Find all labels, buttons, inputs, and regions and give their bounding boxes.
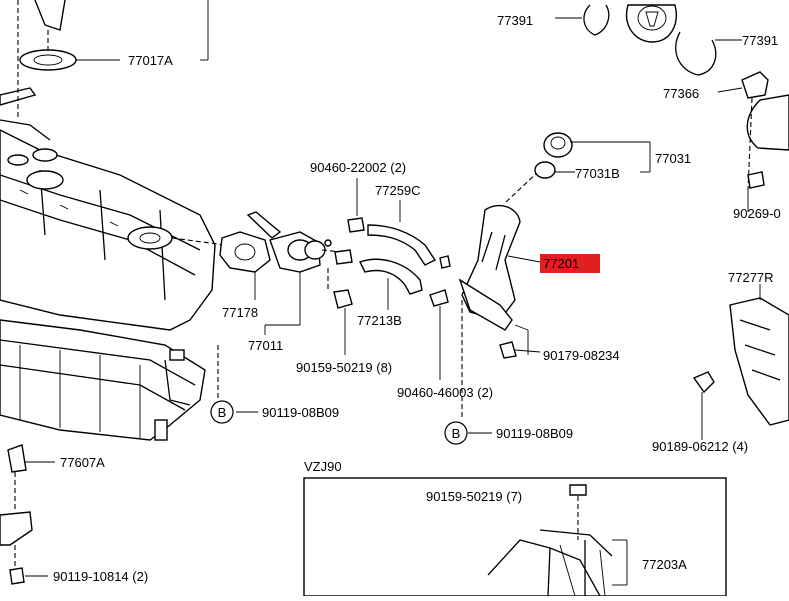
strap-and-gasket — [0, 0, 209, 120]
label-77366: 77366 — [663, 86, 699, 101]
bracket-77607a — [0, 444, 55, 585]
callout-b-left-text: B — [218, 405, 227, 420]
right-bracket — [717, 71, 789, 426]
bolt-left — [217, 345, 258, 413]
label-90159-50219-7: 90159-50219 (7) — [426, 489, 522, 504]
label-90159-50219-8: 90159-50219 (8) — [296, 360, 392, 375]
label-90179-08234: 90179-08234 — [543, 348, 620, 363]
label-90269: 90269-0 — [733, 206, 781, 221]
tank-protector — [0, 319, 206, 441]
callout-b-center: B — [444, 421, 492, 445]
label-77017a: 77017A — [128, 53, 173, 68]
label-90119-08b09-center: 90119-08B09 — [496, 426, 573, 441]
vzj90-inset — [303, 477, 727, 597]
label-77391-a: 77391 — [497, 13, 533, 28]
callout-b-center-text: B — [452, 426, 461, 441]
highlight-77201 — [540, 254, 600, 273]
callout-b-left: B — [210, 400, 234, 424]
label-90119-10814: 90119-10814 (2) — [53, 569, 148, 584]
fuel-tank — [0, 119, 216, 331]
label-77203a: 77203A — [642, 557, 687, 572]
label-77178: 77178 — [222, 305, 258, 320]
filler-pipe — [458, 169, 541, 420]
part-labels: 77391 77391 77017A 77366 77031 77031B 90… — [53, 13, 781, 584]
grommet — [692, 371, 715, 440]
hoses — [334, 178, 451, 380]
pump-assembly — [171, 211, 353, 355]
fuel-cap — [534, 132, 651, 179]
label-77011: 77011 — [248, 338, 283, 353]
filler-door-parts — [555, 4, 742, 76]
label-90119-08b09-left: 90119-08B09 — [262, 405, 339, 420]
label-77201: 77201 — [543, 256, 579, 271]
label-90189-06212: 90189-06212 (4) — [652, 439, 748, 454]
label-90460-22002: 90460-22002 (2) — [310, 160, 406, 175]
label-77213b: 77213B — [357, 313, 402, 328]
label-77277r: 77277R — [728, 270, 774, 285]
label-77607a: 77607A — [60, 455, 105, 470]
label-90460-46003: 90460-46003 (2) — [397, 385, 493, 400]
label-77391-b: 77391 — [742, 33, 778, 48]
label-77031b: 77031B — [575, 166, 620, 181]
label-77259c: 77259C — [375, 183, 421, 198]
label-vzj90: VZJ90 — [304, 459, 342, 474]
label-77031: 77031 — [655, 151, 691, 166]
